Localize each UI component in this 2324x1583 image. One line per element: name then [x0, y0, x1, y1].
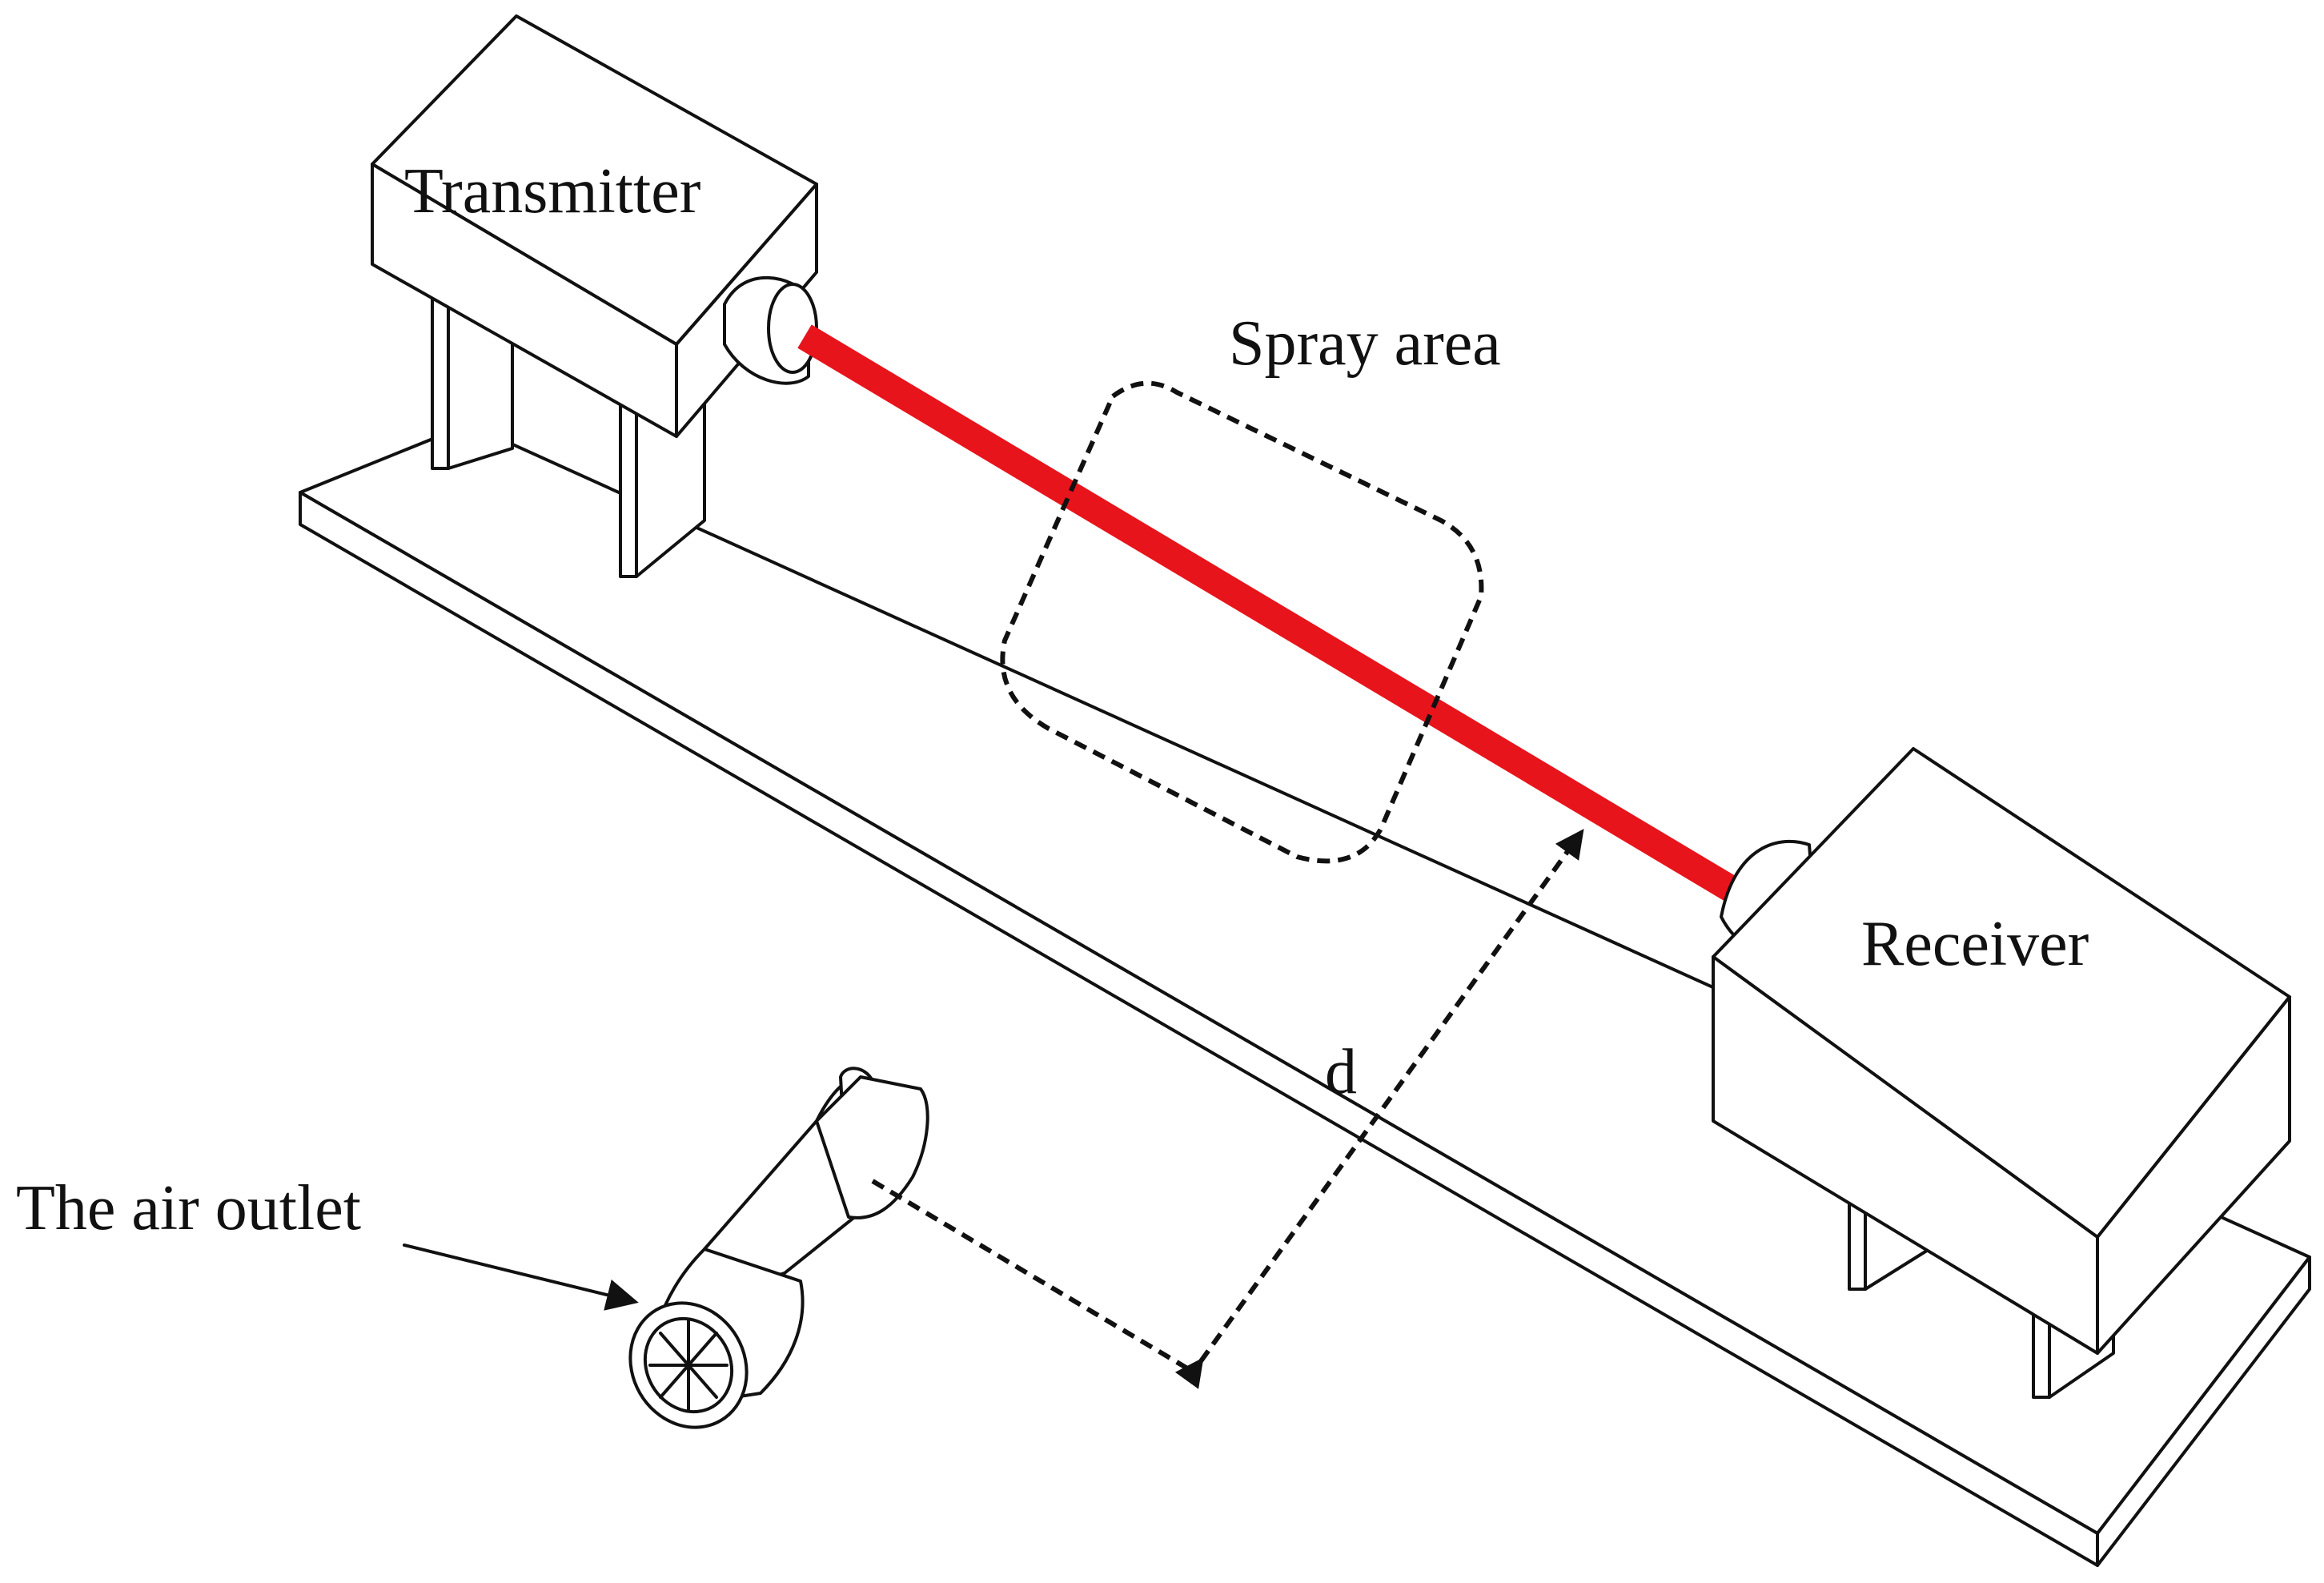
air-outlet-label: The air outlet [16, 1173, 361, 1243]
air-outlet-nozzle [628, 1067, 929, 1429]
transmitter-label: Transmitter [404, 156, 700, 227]
spray-area-label: Spray area [1229, 308, 1501, 379]
spray-area-outline [1000, 380, 1484, 864]
air-outlet-pointer-arrow [403, 1243, 639, 1311]
transmitter-lens [723, 275, 818, 385]
laser-beam [797, 324, 1744, 905]
distance-dimension [871, 829, 1584, 1389]
distance-label: d [1325, 1037, 1357, 1107]
receiver-label: Receiver [1861, 909, 2089, 979]
receiver-box [1712, 747, 2291, 1355]
